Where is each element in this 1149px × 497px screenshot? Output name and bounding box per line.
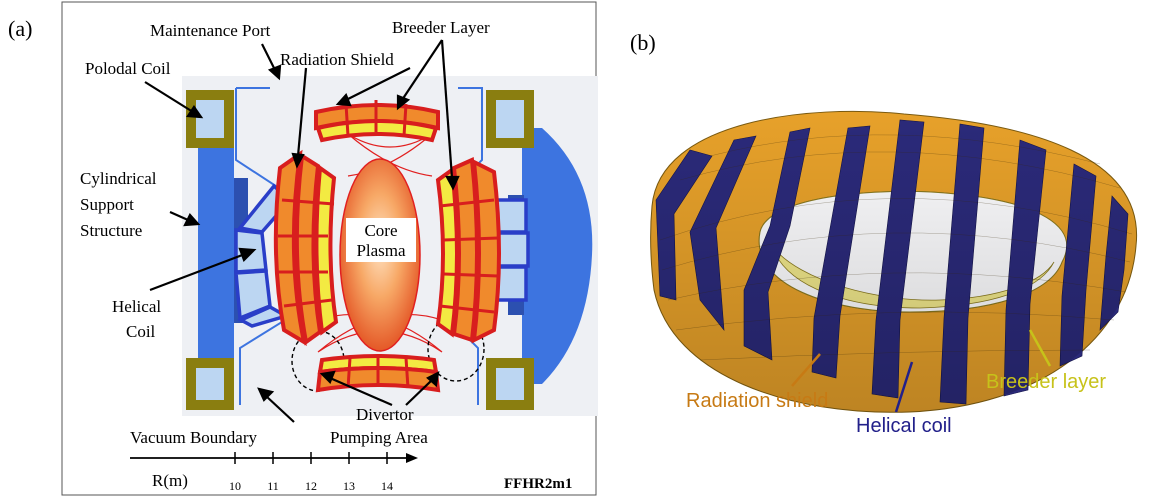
- panel-b: (b): [630, 30, 1138, 437]
- r-tick-label: 12: [305, 479, 317, 493]
- cylindrical-support-label-1: Cylindrical: [80, 169, 157, 188]
- poloidal-coil-bottom-left: [186, 358, 234, 410]
- r-tick-label: 10: [229, 479, 241, 493]
- radiation-shield-3d-label: Radiation shield: [686, 390, 828, 412]
- helical-coil-pointer: [894, 361, 914, 413]
- blanket-right: [435, 157, 501, 344]
- r-axis: [130, 452, 418, 464]
- torus-3d-model: [650, 110, 1138, 413]
- support-structure-right: [522, 128, 593, 384]
- r-tick-label: 14: [381, 479, 393, 493]
- breeder-layer-label: Breeder Layer: [392, 18, 490, 37]
- cylindrical-support-label-3: Structure: [80, 221, 142, 240]
- r-axis-label: R(m): [152, 471, 188, 490]
- maintenance-port-label: Maintenance Port: [150, 21, 271, 40]
- poloidal-coil-top-right: [486, 90, 534, 148]
- core-plasma-label-1: Core: [364, 221, 397, 240]
- r-tick-label: 11: [267, 479, 279, 493]
- panel-a: (a): [8, 1, 598, 496]
- annotation-arrows: [144, 39, 460, 423]
- breeder-layer-3d-label: Breeder layer: [986, 371, 1106, 393]
- core-plasma-label-box: [346, 218, 416, 262]
- helical-coil-3d-label: Helical coil: [856, 415, 952, 437]
- blanket-left: [273, 149, 339, 347]
- core-plasma-label-2: Plasma: [356, 241, 406, 260]
- divertor-label-1: Divertor: [356, 405, 414, 424]
- breeder-layer-pointer: [1028, 329, 1052, 367]
- cylindrical-support-label-2: Support: [80, 195, 134, 214]
- helical-coil-label-1: Helical: [112, 297, 161, 316]
- radiation-shield-pointer: [791, 353, 821, 387]
- poloidal-coil-bottom-right: [486, 358, 534, 410]
- divertor-label-2: Pumping Area: [330, 428, 428, 447]
- torus-shading: [650, 111, 1137, 413]
- panel-a-tag: (a): [8, 16, 32, 41]
- radiation-shield-label: Radiation Shield: [280, 50, 394, 69]
- poloidal-coil-top-left: [186, 90, 234, 148]
- polodal-coil-label: Polodal Coil: [85, 59, 171, 78]
- helical-coil-label-2: Coil: [126, 322, 156, 341]
- panel-b-tag: (b): [630, 30, 656, 55]
- blanket-top: [314, 100, 440, 143]
- r-tick-label: 13: [343, 479, 355, 493]
- design-name-label: FFHR2m1: [504, 476, 572, 492]
- vacuum-boundary-label: Vacuum Boundary: [130, 428, 258, 447]
- blanket-bottom: [315, 354, 441, 393]
- support-structure-left: [198, 147, 234, 359]
